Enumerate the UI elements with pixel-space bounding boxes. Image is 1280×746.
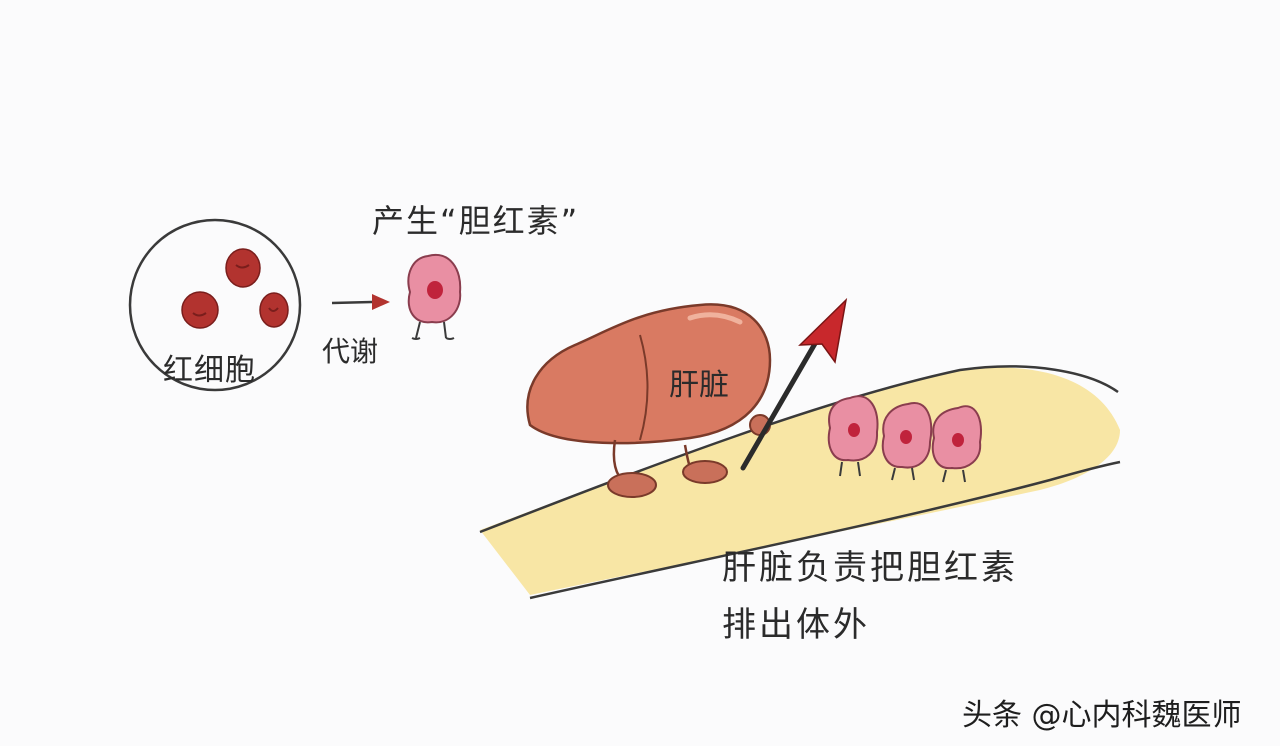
path-lower-line xyxy=(529,460,1121,600)
red-blood-cell-container xyxy=(128,218,302,392)
red-blood-cell-icon xyxy=(225,248,261,288)
bilirubin-cell-icon xyxy=(407,253,462,340)
path-upper-line xyxy=(479,365,1119,534)
metabolism-label: 代谢 xyxy=(322,335,379,368)
bilirubin-cell-icon xyxy=(931,405,982,483)
red-blood-cells-label: 红细胞 xyxy=(163,353,256,388)
metabolism-arrow-icon xyxy=(331,294,390,310)
red-blood-cell-icon xyxy=(181,291,219,329)
caption-line-1: 肝脏负责把胆红素 xyxy=(722,548,1018,588)
bilirubin-cell-icon xyxy=(827,395,879,477)
produce-bilirubin-label: 产生“胆红素” xyxy=(372,202,580,240)
liver-label: 肝脏 xyxy=(669,368,729,403)
arrow-icon xyxy=(740,297,848,471)
watermark-text: 头条 @心内科魏医师 xyxy=(962,698,1242,733)
red-blood-cell-icon xyxy=(259,292,289,328)
caption-line-2: 排出体外 xyxy=(722,605,870,645)
bilirubin-cell-icon xyxy=(881,402,933,481)
watermark: 头条 @心内科魏医师 xyxy=(962,690,1242,734)
